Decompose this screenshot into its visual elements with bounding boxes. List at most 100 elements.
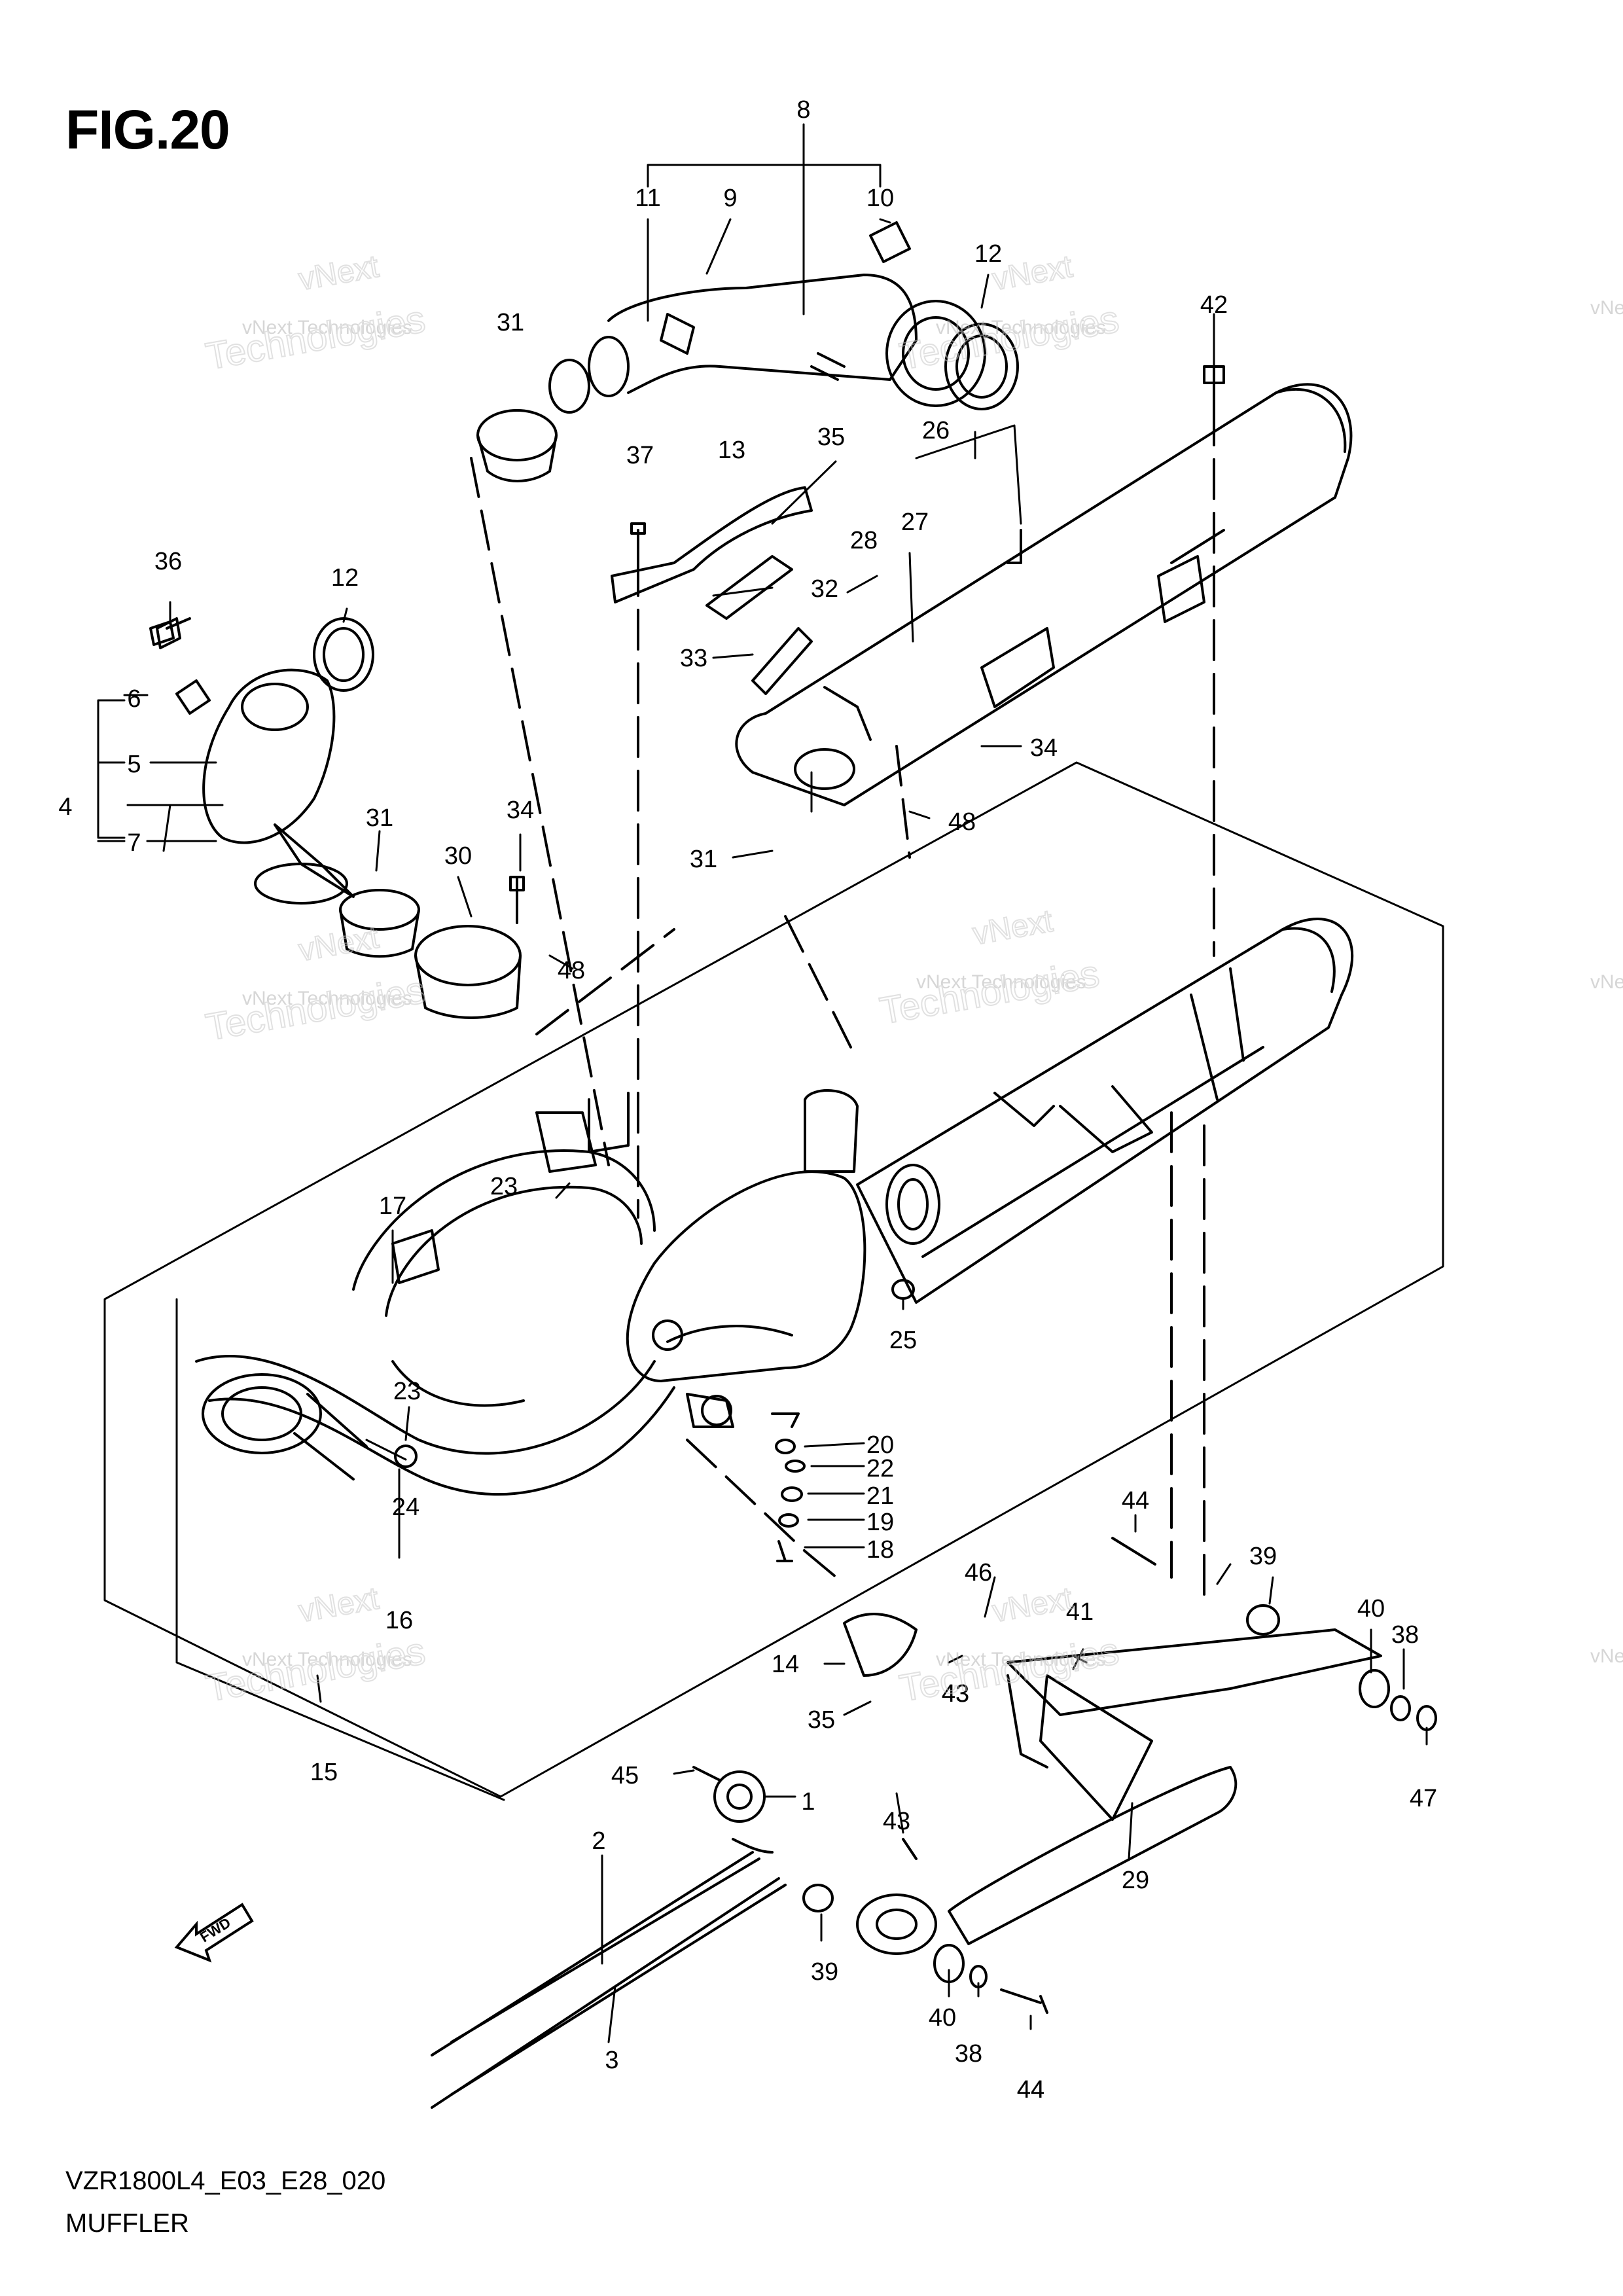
bolt-36: [149, 617, 191, 646]
callout: 44: [1017, 2076, 1044, 2104]
watermark-text: vNext Technologies: [1590, 297, 1623, 319]
watermark-text: vNext Technologies: [916, 971, 1086, 993]
gasket-33: [751, 627, 813, 695]
callout: 31: [366, 804, 393, 832]
washer-22: [785, 1460, 806, 1473]
watermark-text: vNext Technologies: [1590, 1645, 1623, 1667]
watermark-big: vNext: [971, 904, 1056, 952]
callout: 32: [811, 575, 838, 603]
screw-37: [630, 522, 646, 558]
watermark-text: vNext Technologies: [242, 317, 412, 338]
callout: 34: [1030, 734, 1058, 762]
callout: 44: [1017, 2076, 1044, 2104]
callout: 17: [379, 1193, 406, 1220]
callout: 18: [866, 1536, 894, 1564]
fwd-arrow: FWD: [174, 1903, 254, 1963]
watermark-text: vNext Technologies: [1590, 971, 1623, 993]
watermark-big: Technologies: [203, 969, 429, 1049]
watermark-big: Technologies: [877, 952, 1103, 1033]
gasket-32: [705, 555, 793, 620]
callout: 24: [392, 1494, 419, 1521]
watermark-text: vNext Technologies: [242, 1649, 412, 1670]
figure-title: FIG.20: [65, 99, 230, 160]
callout: 23: [393, 1378, 421, 1405]
callout: 27: [901, 509, 929, 536]
heat-shield-14: [843, 1613, 918, 1677]
watermark-big: Technologies: [203, 1630, 429, 1710]
nut-47: [1416, 1705, 1437, 1731]
nut-20: [775, 1439, 796, 1454]
callout: 8: [796, 96, 810, 124]
pulley-1: [713, 1770, 766, 1823]
gasket-31-top: [476, 409, 558, 461]
callout: 28: [850, 527, 878, 554]
callout: 25: [889, 1327, 917, 1354]
callout: 38: [1391, 1621, 1419, 1649]
washer-38-right: [1390, 1695, 1411, 1721]
bolt-34-left: [509, 876, 525, 924]
bolt-45: [692, 1766, 721, 1782]
callout: 26: [922, 417, 950, 444]
callout: 31: [690, 846, 717, 873]
callout: 7: [127, 829, 141, 857]
bolt-18: [776, 1540, 793, 1562]
callout: 19: [866, 1509, 894, 1536]
watermark-big: vNext: [990, 1581, 1075, 1630]
callout: 11: [635, 185, 660, 212]
assembly-outline: [103, 761, 1444, 1798]
cable-3: [431, 1877, 787, 2109]
washer-19: [778, 1513, 799, 1528]
watermarks: vNext Technologies vNext Technologies vN…: [202, 249, 1623, 1711]
watermark-text: vNext Technologies: [242, 988, 412, 1009]
callout: 40: [929, 2004, 956, 2032]
callout: 31: [497, 309, 524, 336]
callout: 39: [811, 1958, 838, 1986]
bolt-43-lower: [902, 1838, 918, 1860]
muffler-assembly: [195, 918, 1354, 1496]
bolt-44-upper: [1111, 1537, 1156, 1566]
callout: 46: [965, 1559, 992, 1587]
callout: 37: [626, 442, 654, 469]
callout: 41: [1066, 1598, 1094, 1626]
callout: 22: [866, 1455, 894, 1482]
figure-name: MUFFLER: [65, 2209, 189, 2238]
rear-muffler-upper: [735, 383, 1353, 806]
callout: 48: [558, 957, 585, 984]
watermark-big: vNext: [990, 249, 1075, 298]
watermark-text: vNext Technologies: [936, 1649, 1106, 1670]
figure-code: VZR1800L4_E03_E28_020: [65, 2166, 386, 2195]
callout: 3: [605, 2047, 618, 2074]
callout: 20: [866, 1431, 894, 1459]
callout: 4: [58, 793, 72, 821]
callout: 29: [1122, 1867, 1149, 1894]
spacer-40-right: [1359, 1669, 1390, 1708]
leaders: [97, 123, 1428, 2043]
callout: 6: [127, 685, 141, 713]
callout: 21: [866, 1482, 894, 1510]
callout: 39: [1249, 1543, 1277, 1570]
bracket-29: [856, 1628, 1382, 1955]
bolt-44-lower: [1000, 1988, 1048, 2014]
watermark-big: Technologies: [897, 298, 1122, 378]
callout: 43: [942, 1680, 969, 1708]
watermark-big: Technologies: [203, 298, 429, 378]
bracket-13: [611, 486, 813, 603]
cable-2: [431, 1851, 760, 2056]
callout: 10: [866, 185, 894, 212]
assembly-inner-outline: [175, 1298, 505, 1801]
callout: 45: [611, 1762, 639, 1789]
spacer-39-left: [802, 1884, 834, 1912]
bolt-42: [1203, 365, 1225, 407]
watermark-big: vNext: [296, 1581, 382, 1630]
callout: 9: [723, 185, 737, 212]
watermark-big: vNext: [296, 920, 382, 969]
callout: 30: [444, 842, 472, 870]
callout-labels: 1 2 3 4 5 6 7 8 9 10 11 12 12 13 14 15 1…: [58, 96, 1437, 2104]
callout: 48: [948, 808, 976, 836]
joint-pipe: [548, 221, 1019, 414]
callout: 1: [801, 1788, 815, 1816]
callout: 44: [1122, 1487, 1149, 1515]
callout: 14: [772, 1651, 799, 1678]
